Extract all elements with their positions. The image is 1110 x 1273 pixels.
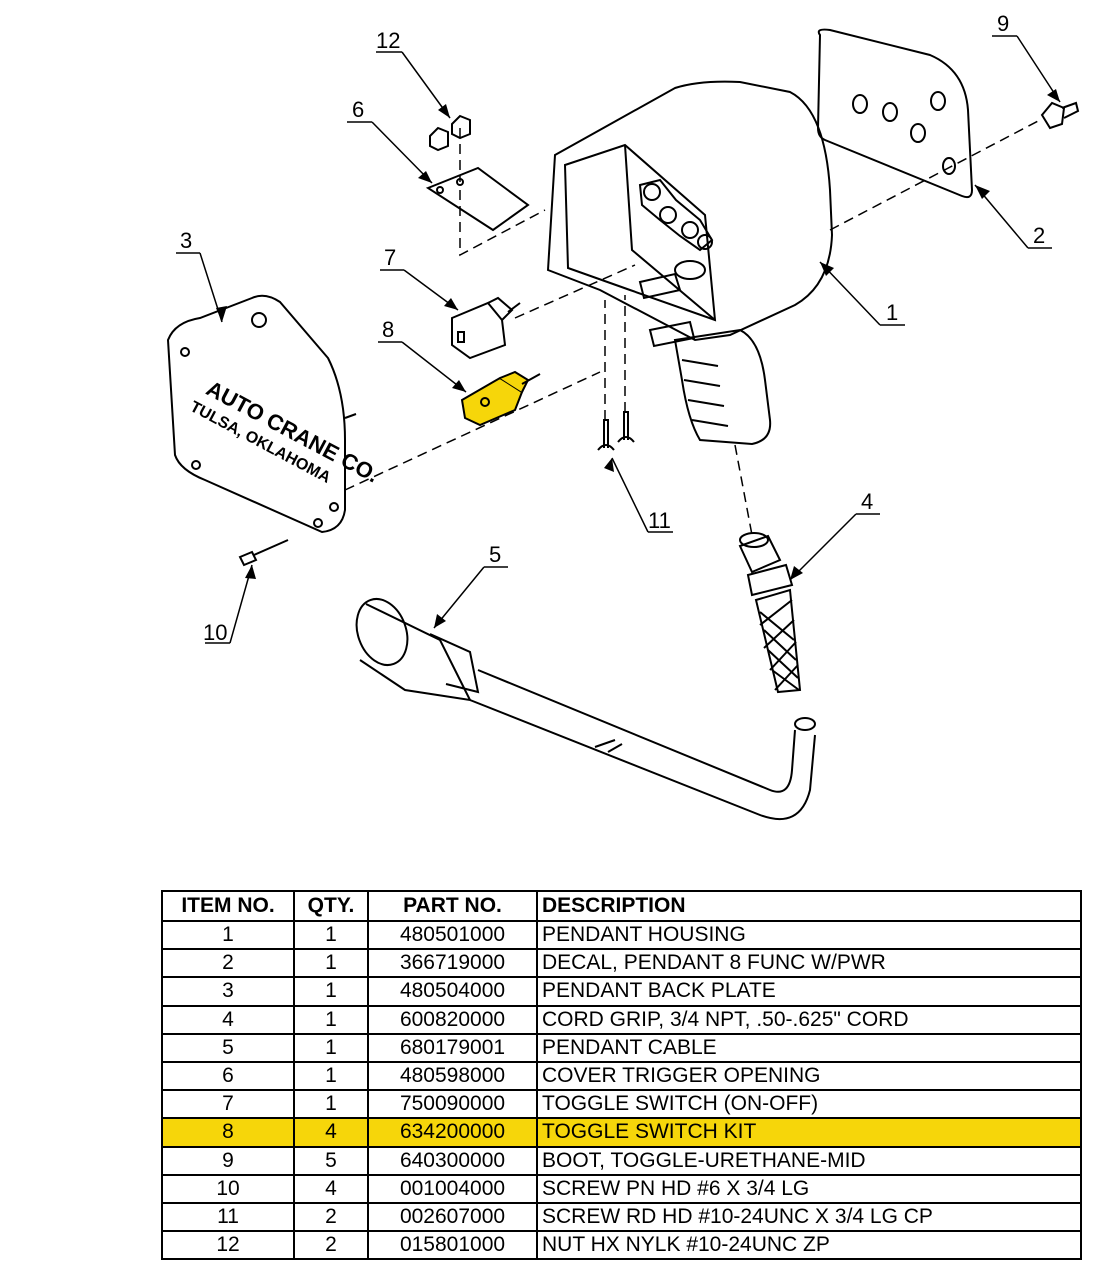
qty-cell: 1	[293, 948, 369, 979]
table-row: 4 1 600820000 CORD GRIP, 3/4 NPT, .50-.6…	[161, 1004, 1082, 1035]
qty-cell: 2	[293, 1230, 369, 1261]
part-no-cell: 480504000	[367, 976, 538, 1007]
assembly-lines	[344, 119, 1041, 536]
table-row: 5 1 680179001 PENDANT CABLE	[161, 1032, 1082, 1063]
table-row: 10 4 001004000 SCREW PN HD #6 X 3/4 LG	[161, 1173, 1082, 1204]
table-row: 1 1 480501000 PENDANT HOUSING	[161, 919, 1082, 951]
qty-cell: 1	[293, 976, 369, 1007]
bom-header-row: ITEM NO. QTY. PART NO. DESCRIPTION	[161, 890, 1082, 922]
cord-grip-part	[738, 532, 802, 694]
part-no-cell: 634200000	[367, 1117, 538, 1148]
item-no-cell: 3	[161, 976, 295, 1007]
table-row: 12 2 015801000 NUT HX NYLK #10-24UNC ZP	[161, 1230, 1082, 1261]
pendant-cable-part	[355, 598, 816, 820]
decal-plate-part	[816, 28, 974, 199]
callout-5: 5	[489, 542, 501, 567]
pendant-housing-part	[546, 80, 834, 446]
description-cell: TOGGLE SWITCH (ON-OFF)	[536, 1089, 1082, 1120]
nut-part	[429, 114, 471, 152]
qty-cell: 1	[293, 1004, 369, 1035]
qty-cell: 4	[293, 1117, 369, 1148]
qty-cell: 1	[293, 1089, 369, 1120]
callout-9: 9	[997, 11, 1009, 36]
item-no-cell: 8	[161, 1117, 295, 1148]
description-cell: PENDANT BACK PLATE	[536, 976, 1082, 1007]
back-plate-part	[166, 294, 357, 534]
header-qty: QTY.	[293, 890, 369, 922]
part-no-cell: 002607000	[367, 1201, 538, 1233]
description-cell: PENDANT HOUSING	[536, 919, 1082, 951]
callout-12: 12	[376, 28, 400, 53]
item-no-cell: 2	[161, 948, 295, 979]
description-cell: CORD GRIP, 3/4 NPT, .50-.625" CORD	[536, 1004, 1082, 1035]
toggle-switch-part	[451, 296, 521, 360]
toggle-boot-part	[1040, 101, 1080, 130]
cover-trigger-plate-part	[425, 166, 530, 232]
table-row: 6 1 480598000 COVER TRIGGER OPENING	[161, 1060, 1082, 1092]
leader-lines	[176, 35, 1061, 644]
leader-arrowheads	[216, 89, 1060, 628]
toggle-switch-kit-part	[460, 370, 541, 427]
description-cell: SCREW RD HD #10-24UNC X 3/4 LG CP	[536, 1201, 1082, 1233]
callout-1: 1	[886, 300, 898, 325]
table-row: 2 1 366719000 DECAL, PENDANT 8 FUNC W/PW…	[161, 948, 1082, 979]
item-no-cell: 1	[161, 919, 295, 951]
callout-7: 7	[384, 245, 396, 270]
callout-2: 2	[1033, 223, 1045, 248]
part-no-cell: 015801000	[367, 1230, 538, 1261]
callout-3: 3	[180, 228, 192, 253]
trigger-screws-part	[597, 411, 635, 451]
part-no-cell: 366719000	[367, 948, 538, 979]
housing-internal-switches	[638, 178, 714, 252]
header-part-no: PART NO.	[367, 890, 538, 922]
bill-of-materials-table: ITEM NO. QTY. PART NO. DESCRIPTION 1 1 4…	[161, 890, 1082, 1261]
qty-cell: 1	[293, 1060, 369, 1092]
qty-cell: 5	[293, 1145, 369, 1176]
part-no-cell: 480501000	[367, 919, 538, 951]
exploded-parts-diagram: AUTO CRANE CO. TULSA, OKLAHOMA 1 2	[166, 11, 1080, 820]
description-cell: COVER TRIGGER OPENING	[536, 1060, 1082, 1092]
callout-6: 6	[352, 97, 364, 122]
item-no-cell: 6	[161, 1060, 295, 1092]
qty-cell: 2	[293, 1201, 369, 1233]
description-cell: NUT HX NYLK #10-24UNC ZP	[536, 1230, 1082, 1261]
back-plate-screw-part	[238, 539, 289, 567]
callout-8: 8	[382, 317, 394, 342]
item-no-cell: 12	[161, 1230, 295, 1261]
table-row: 7 1 750090000 TOGGLE SWITCH (ON-OFF)	[161, 1089, 1082, 1120]
part-no-cell: 640300000	[367, 1145, 538, 1176]
part-no-cell: 480598000	[367, 1060, 538, 1092]
item-no-cell: 4	[161, 1004, 295, 1035]
description-cell: DECAL, PENDANT 8 FUNC W/PWR	[536, 948, 1082, 979]
qty-cell: 4	[293, 1173, 369, 1204]
qty-cell: 1	[293, 1032, 369, 1063]
header-item-no: ITEM NO.	[161, 890, 295, 922]
item-no-cell: 7	[161, 1089, 295, 1120]
table-row: 11 2 002607000 SCREW RD HD #10-24UNC X 3…	[161, 1201, 1082, 1233]
callout-10: 10	[203, 620, 227, 645]
description-cell: BOOT, TOGGLE-URETHANE-MID	[536, 1145, 1082, 1176]
item-no-cell: 10	[161, 1173, 295, 1204]
part-no-cell: 750090000	[367, 1089, 538, 1120]
part-no-cell: 600820000	[367, 1004, 538, 1035]
callout-labels: 1 2 3 4 5 6 7 8 9 10 11 12	[180, 11, 1045, 645]
table-row-highlighted: 8 4 634200000 TOGGLE SWITCH KIT	[161, 1117, 1082, 1148]
description-cell: TOGGLE SWITCH KIT	[536, 1117, 1082, 1148]
item-no-cell: 11	[161, 1201, 295, 1233]
part-no-cell: 680179001	[367, 1032, 538, 1063]
table-row: 3 1 480504000 PENDANT BACK PLATE	[161, 976, 1082, 1007]
description-cell: SCREW PN HD #6 X 3/4 LG	[536, 1173, 1082, 1204]
item-no-cell: 5	[161, 1032, 295, 1063]
description-cell: PENDANT CABLE	[536, 1032, 1082, 1063]
part-no-cell: 001004000	[367, 1173, 538, 1204]
header-description: DESCRIPTION	[536, 890, 1082, 922]
qty-cell: 1	[293, 919, 369, 951]
callout-11: 11	[648, 508, 671, 533]
item-no-cell: 9	[161, 1145, 295, 1176]
callout-4: 4	[861, 489, 873, 514]
table-row: 9 5 640300000 BOOT, TOGGLE-URETHANE-MID	[161, 1145, 1082, 1176]
